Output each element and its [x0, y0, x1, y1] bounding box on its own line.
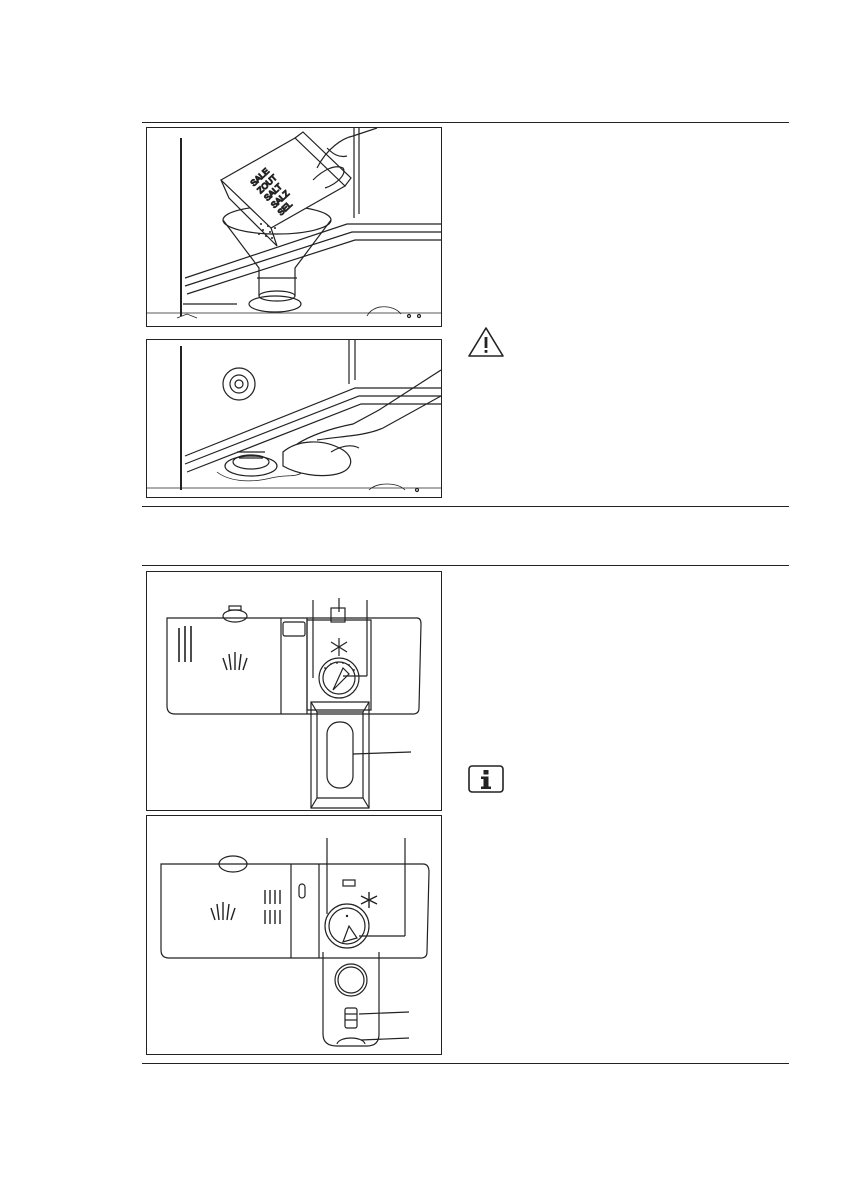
info-icon — [467, 764, 505, 794]
figure-dispenser-dial — [146, 571, 442, 811]
figure-wiping-salt — [146, 339, 442, 498]
warning-triangle-icon — [467, 326, 505, 358]
figure-dispenser-alt — [146, 815, 442, 1055]
figure-salt-pouring: SALE ZOUT SALT SALZ SEL — [146, 127, 442, 327]
section-rule-middle-2 — [142, 565, 789, 566]
section-rule-bottom — [142, 1063, 789, 1064]
section-rule-top — [142, 122, 789, 123]
section-rule-middle-1 — [142, 506, 789, 507]
